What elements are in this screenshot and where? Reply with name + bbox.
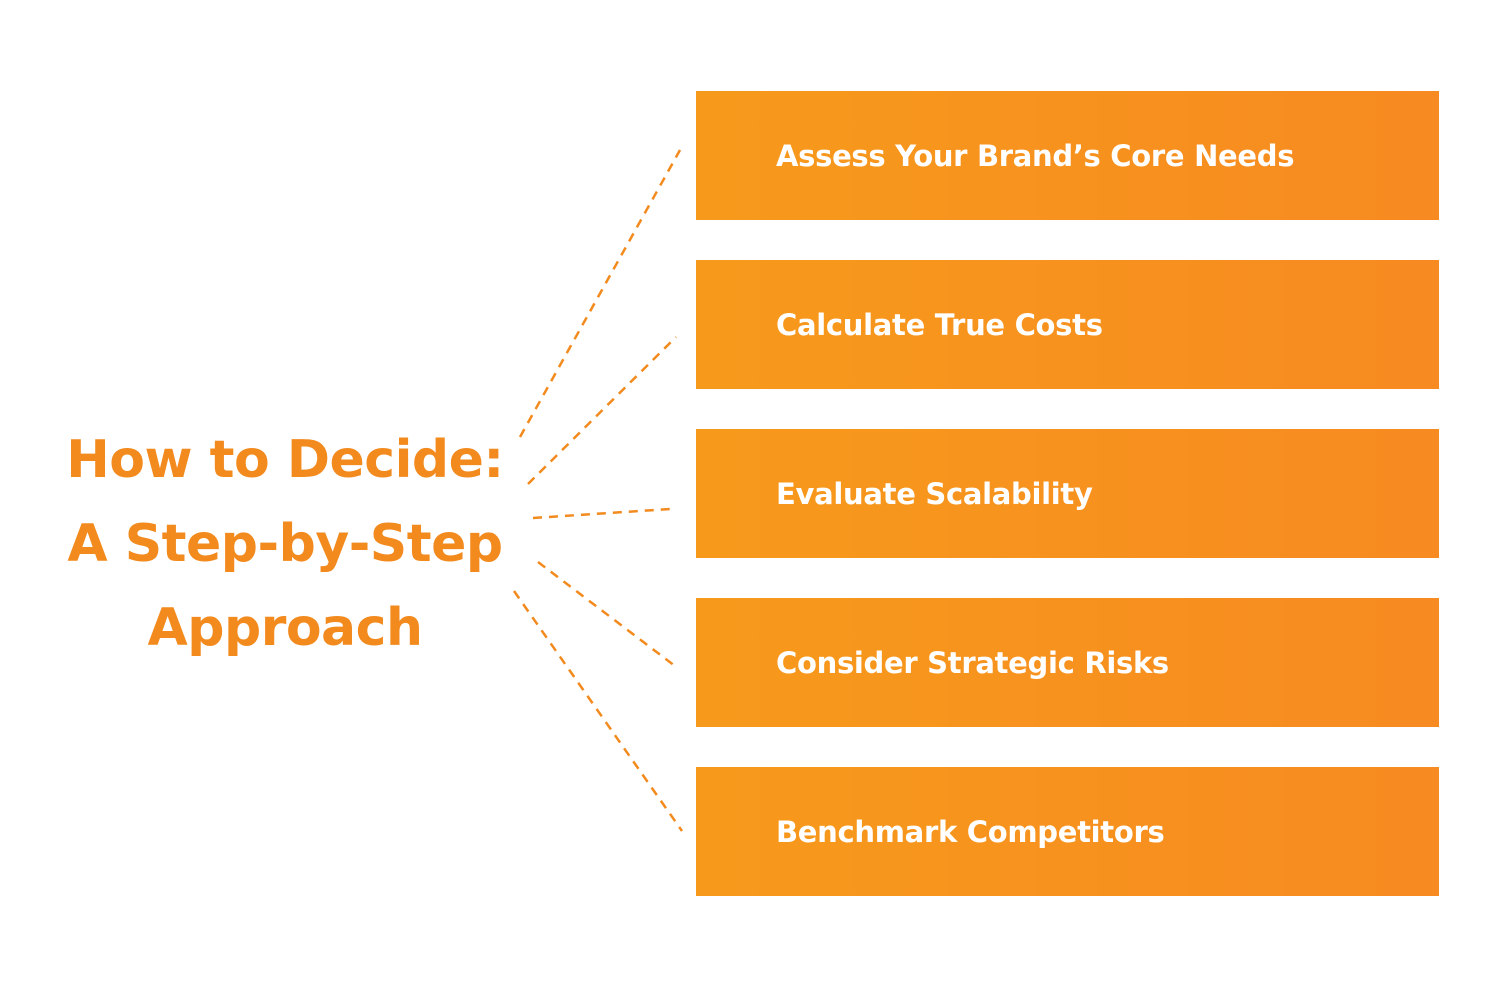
connector-line-step-3	[532, 507, 671, 520]
step-box-assess-needs: Assess Your Brand’s Core Needs	[696, 91, 1439, 220]
connector-line-step-2	[527, 336, 677, 485]
step-label: Consider Strategic Risks	[776, 645, 1169, 680]
diagram-title: How to Decide: A Step-by-Step Approach	[40, 418, 530, 670]
connector-line-step-1	[518, 149, 682, 438]
title-line-3: Approach	[147, 598, 424, 658]
step-box-benchmark-competitors: Benchmark Competitors	[696, 767, 1439, 896]
step-label: Calculate True Costs	[776, 307, 1103, 342]
step-box-calculate-costs: Calculate True Costs	[696, 260, 1439, 389]
step-label: Assess Your Brand’s Core Needs	[776, 138, 1295, 173]
title-line-2: A Step-by-Step	[67, 514, 503, 574]
step-label: Evaluate Scalability	[776, 476, 1093, 511]
connector-line-step-5	[512, 590, 684, 832]
title-line-1: How to Decide:	[66, 430, 504, 490]
step-label: Benchmark Competitors	[776, 814, 1165, 849]
step-box-strategic-risks: Consider Strategic Risks	[696, 598, 1439, 727]
step-box-evaluate-scalability: Evaluate Scalability	[696, 429, 1439, 558]
connector-line-step-4	[537, 561, 676, 667]
